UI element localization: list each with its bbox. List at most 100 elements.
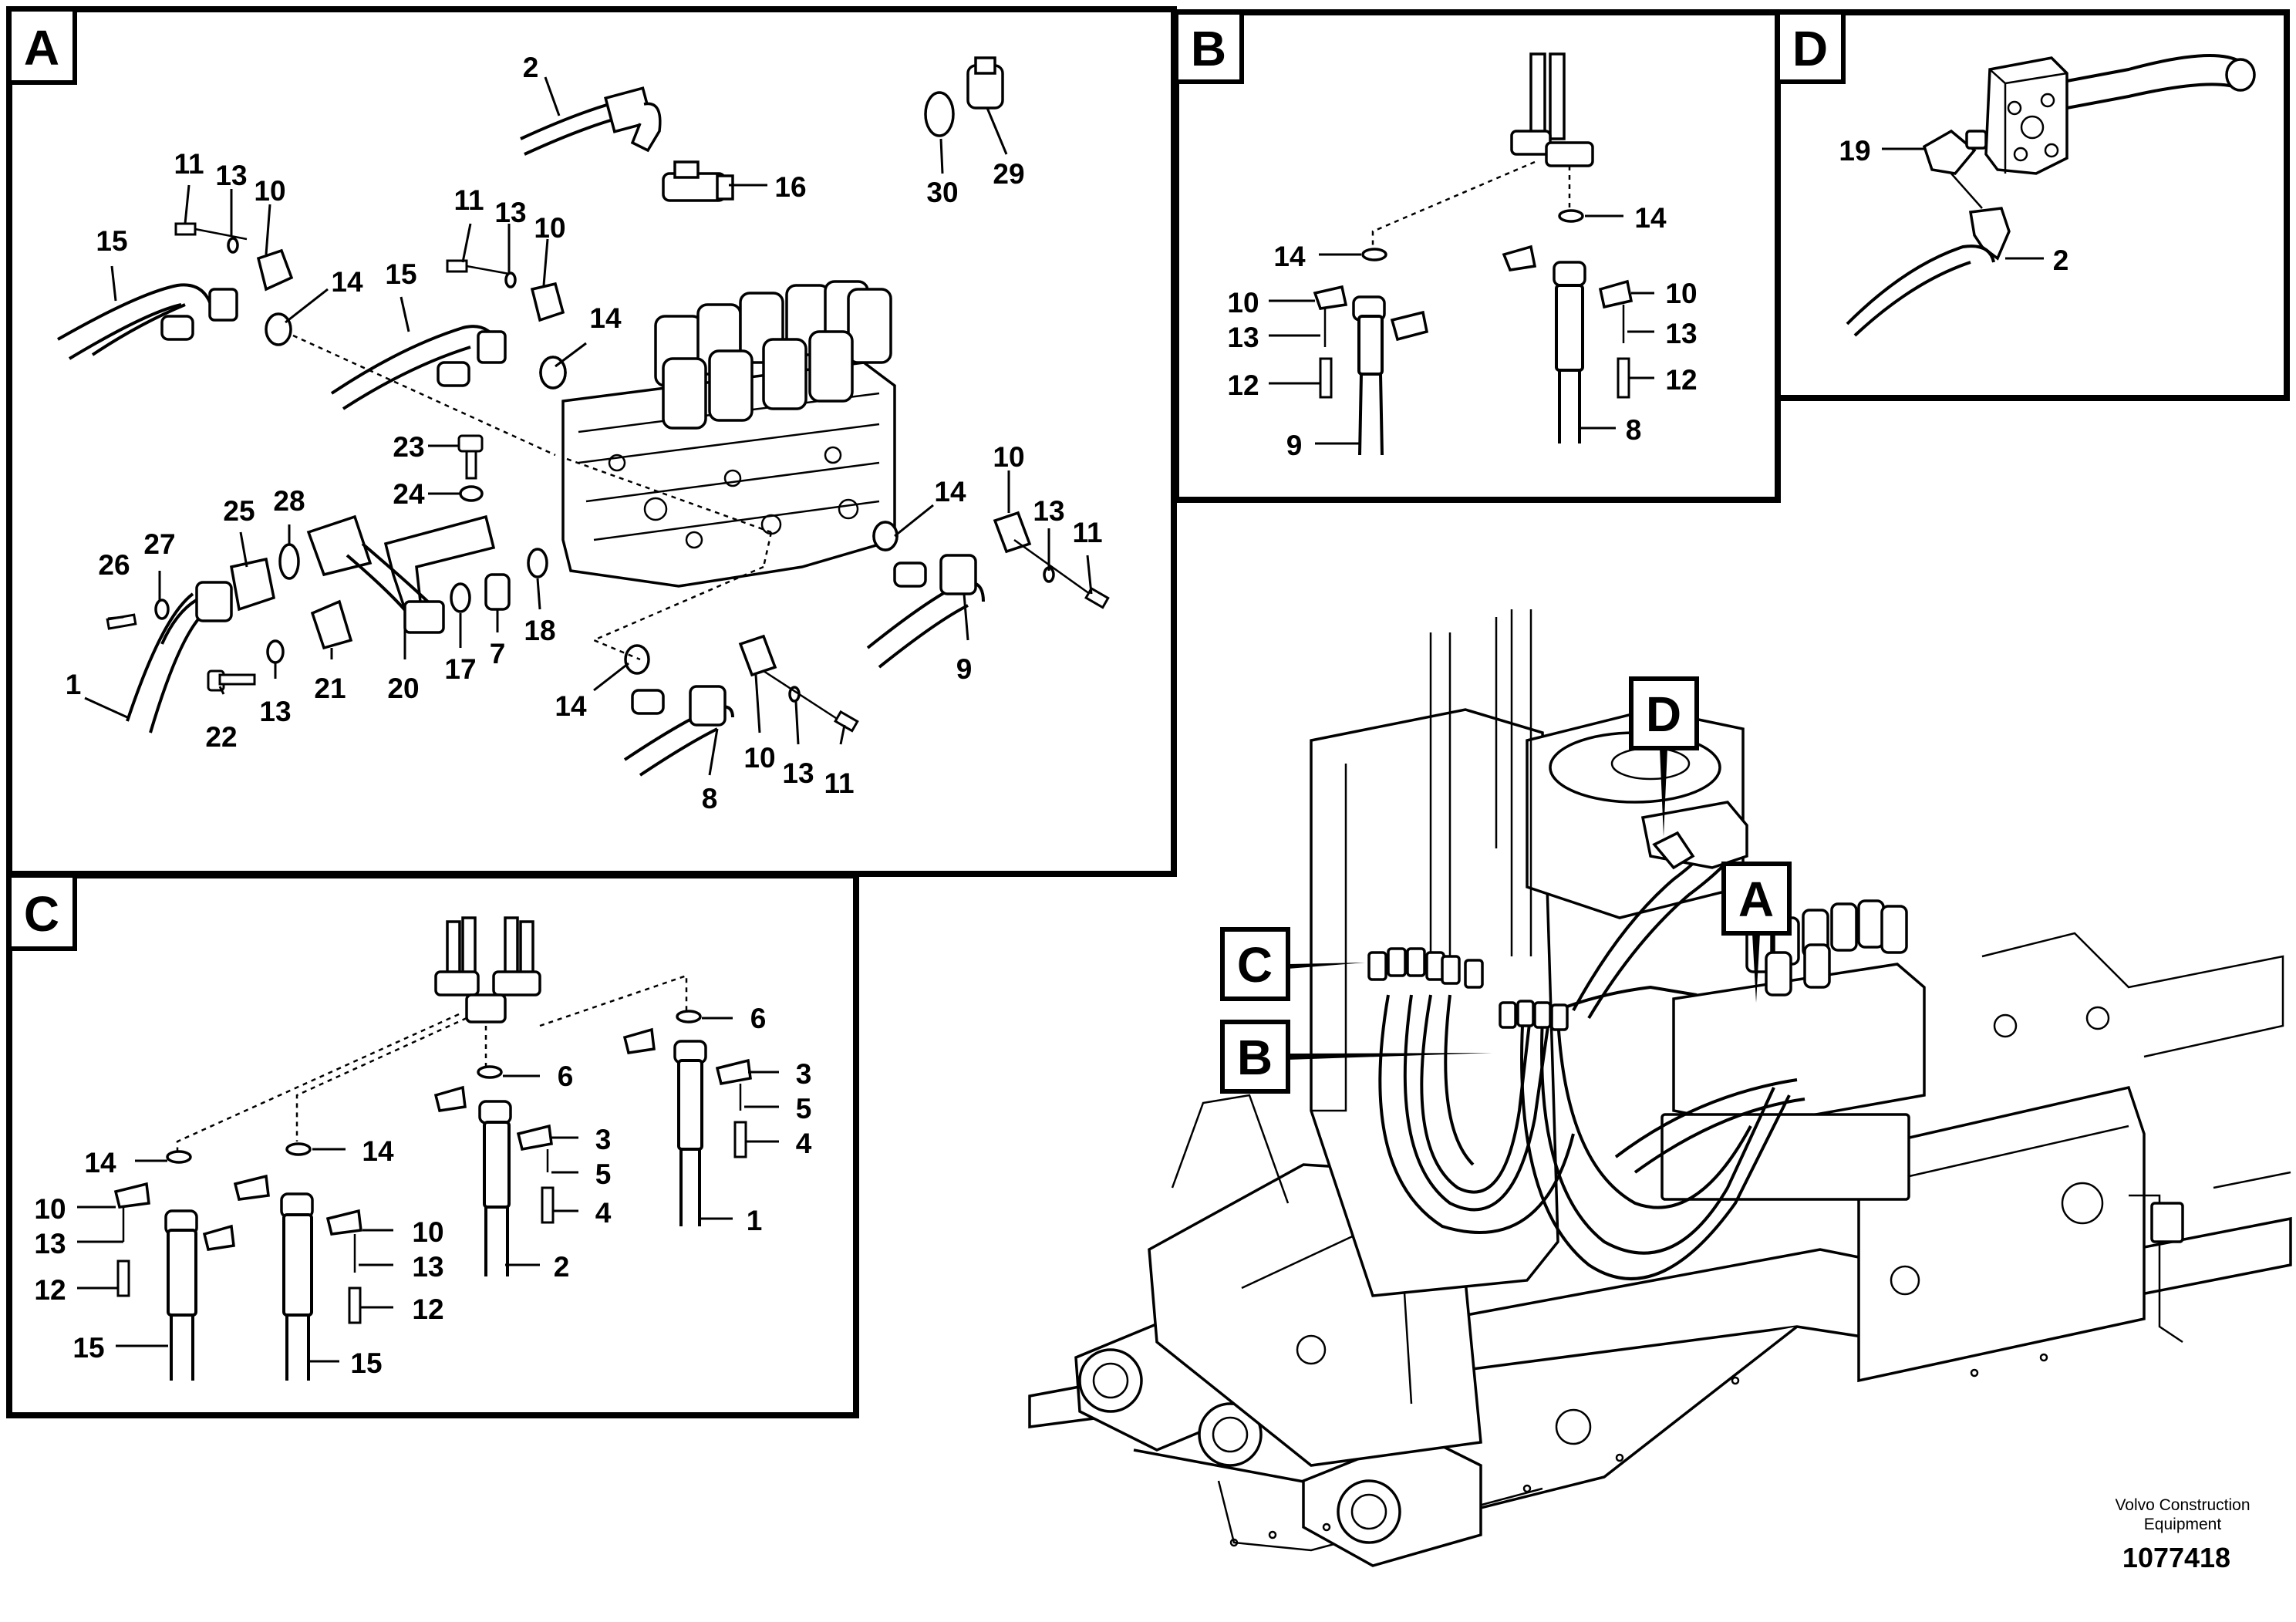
label-a-26: 26 xyxy=(98,549,130,581)
label-c-2: 2 xyxy=(554,1251,570,1283)
label-c-3b: 3 xyxy=(595,1124,612,1155)
callout-d: D xyxy=(1629,676,1699,837)
label-c-15: 15 xyxy=(72,1332,104,1364)
label-b-13b: 13 xyxy=(1665,318,1697,349)
label-c-5b: 5 xyxy=(595,1158,612,1190)
label-a-14b: 14 xyxy=(589,302,622,334)
label-a-10d: 10 xyxy=(743,742,775,774)
label-a-11b: 11 xyxy=(453,184,484,216)
panel-a-labels: 2 16 30 29 11 13 10 15 14 11 13 10 15 14… xyxy=(66,52,1103,814)
label-a-14d: 14 xyxy=(555,690,587,722)
label-b-13: 13 xyxy=(1227,322,1259,353)
brand-line-1: Volvo Construction xyxy=(2115,1496,2250,1514)
label-b-8: 8 xyxy=(1626,414,1642,446)
label-b-14: 14 xyxy=(1273,241,1306,272)
label-a-30: 30 xyxy=(926,177,958,208)
label-a-21: 21 xyxy=(314,673,346,704)
label-b-9: 9 xyxy=(1286,430,1303,461)
footer: Volvo Construction Equipment 1077418 xyxy=(2115,1496,2250,1573)
label-a-18: 18 xyxy=(524,615,555,646)
label-a-11c: 11 xyxy=(1072,517,1102,548)
panel-b-tag: B xyxy=(1174,10,1244,84)
label-c-1: 1 xyxy=(747,1205,763,1236)
label-a-1: 1 xyxy=(66,669,82,700)
panel-a-tag: A xyxy=(7,7,77,85)
label-a-24: 24 xyxy=(393,478,425,510)
label-a-13: 13 xyxy=(215,160,247,191)
panel-c-leaders xyxy=(77,1017,779,1363)
label-a-20: 20 xyxy=(387,673,419,704)
label-b-10: 10 xyxy=(1227,287,1259,319)
label-c-14b: 14 xyxy=(362,1135,394,1167)
label-d-2: 2 xyxy=(2053,244,2069,276)
label-a-2: 2 xyxy=(523,52,539,83)
brand-line-2: Equipment xyxy=(2144,1516,2222,1533)
callout-b: B xyxy=(1220,1020,1492,1094)
panel-d-leaders xyxy=(1882,147,2044,260)
label-a-14c: 14 xyxy=(934,476,966,508)
label-a-13e: 13 xyxy=(782,757,814,789)
callout-b-text: B xyxy=(1237,1030,1273,1085)
label-c-12b: 12 xyxy=(412,1293,443,1325)
label-a-28: 28 xyxy=(273,485,305,517)
label-a-7: 7 xyxy=(490,638,506,669)
panel-c-tag: C xyxy=(7,873,77,951)
label-a-27: 27 xyxy=(143,528,175,560)
label-a-11d: 11 xyxy=(824,767,854,799)
panel-b-labels: 14 14 10 13 12 9 10 13 12 8 xyxy=(1227,202,1697,461)
label-c-10b: 10 xyxy=(412,1216,443,1248)
label-a-11: 11 xyxy=(174,148,204,180)
panel-c-tag-text: C xyxy=(24,886,59,942)
label-b-14b: 14 xyxy=(1634,202,1667,234)
panel-d-parts xyxy=(1846,54,2256,337)
label-c-13b: 13 xyxy=(412,1251,443,1283)
panel-b-frame xyxy=(1173,9,1781,503)
label-a-10b: 10 xyxy=(534,212,565,244)
label-a-13c: 13 xyxy=(259,696,291,727)
label-c-14: 14 xyxy=(84,1147,116,1179)
panel-d-tag-text: D xyxy=(1792,21,1828,76)
panel-b-leaders xyxy=(1269,214,1654,445)
label-c-10: 10 xyxy=(34,1193,66,1225)
drawing-number: 1077418 xyxy=(2122,1542,2230,1573)
label-a-14: 14 xyxy=(331,266,363,298)
label-a-13d: 13 xyxy=(1033,495,1064,527)
panel-a-leaders xyxy=(84,76,1093,776)
label-c-6b: 6 xyxy=(558,1061,574,1092)
label-b-12b: 12 xyxy=(1665,364,1697,396)
panel-c-labels: 6 6 3 5 4 3 5 4 1 2 14 14 10 13 12 15 10… xyxy=(34,1003,811,1379)
label-c-12: 12 xyxy=(34,1274,66,1306)
label-c-3: 3 xyxy=(796,1058,812,1090)
label-a-15: 15 xyxy=(96,225,127,257)
panel-c-parts xyxy=(113,916,752,1381)
callout-a: A xyxy=(1721,862,1792,1003)
machine-overview xyxy=(1028,609,2292,1567)
panel-b-tag-text: B xyxy=(1191,21,1226,76)
label-a-10: 10 xyxy=(254,175,285,207)
label-b-10b: 10 xyxy=(1665,278,1697,309)
label-c-15b: 15 xyxy=(350,1347,382,1379)
label-a-17: 17 xyxy=(444,653,476,685)
label-a-29: 29 xyxy=(993,158,1024,190)
label-a-23: 23 xyxy=(393,431,424,463)
label-a-8: 8 xyxy=(702,783,718,814)
label-a-22: 22 xyxy=(205,721,237,753)
label-d-19: 19 xyxy=(1839,135,1870,167)
label-a-9: 9 xyxy=(956,653,973,685)
label-c-4b: 4 xyxy=(595,1197,612,1229)
label-a-16: 16 xyxy=(774,171,806,203)
panel-b-parts xyxy=(1313,52,1633,456)
label-b-12: 12 xyxy=(1227,369,1259,401)
label-a-10c: 10 xyxy=(993,441,1024,473)
callout-c-text: C xyxy=(1237,937,1273,993)
callout-c: C xyxy=(1220,927,1365,1001)
callout-d-text: D xyxy=(1646,686,1681,742)
panel-a-tag-text: A xyxy=(24,20,59,76)
panel-d-frame xyxy=(1775,9,2290,401)
callout-a-text: A xyxy=(1738,872,1774,927)
panel-a-parts xyxy=(57,56,1110,777)
panel-c-frame xyxy=(6,872,859,1418)
label-c-13: 13 xyxy=(34,1228,66,1259)
label-a-13b: 13 xyxy=(494,197,526,228)
